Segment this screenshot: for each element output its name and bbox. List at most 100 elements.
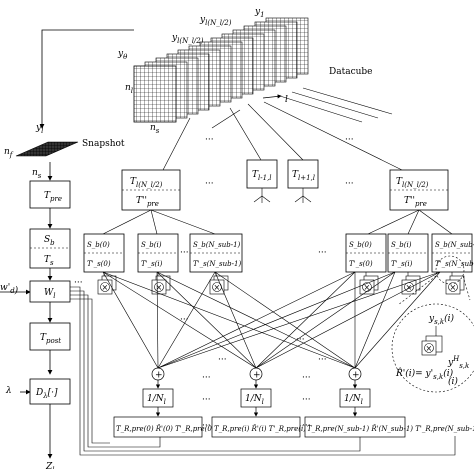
upper-box-mid2: Tl+1,l [287, 159, 319, 189]
subband-box: S_b(0) T'_s(0) × [83, 233, 125, 295]
snapshot-n-f: nf [4, 147, 14, 159]
w-dots: ··· [74, 278, 83, 288]
subband-box: S_b(N_sub-1)T'_s(N_sub-1)× [431, 233, 474, 295]
w-l-label: Wl [44, 288, 56, 300]
d-lambda-label: Dλ[·] [35, 388, 58, 400]
subband-box: S_b(i) T'_s(i) × [387, 233, 429, 295]
datacube-front-face [133, 65, 177, 123]
w-d-label: w'd) [0, 283, 19, 296]
s-b-t-s-box [29, 228, 71, 269]
subband-top-label: S_b(0) [349, 241, 372, 249]
snapshot-y: yl [35, 123, 43, 135]
multiply-node [448, 282, 458, 292]
subband-top-label: S_b(i) [391, 241, 412, 249]
multiply-symbol: × [102, 283, 109, 292]
output-box-label: T_R,pre(i) R̂'(i) T'_R,pre(i) [214, 425, 306, 433]
cube-y-mid-top: yl(N_l/2) [199, 15, 232, 27]
sum-branch: +1/NlT_R,pre(i) R̂'(i) T'_R,pre(i) [211, 367, 306, 438]
upper-box-left: Tl(N_l/2) T''pre [121, 169, 181, 211]
subband-bottom-label: T'_s(i) [391, 260, 413, 268]
cube-n-s: ns [150, 123, 160, 135]
sum-symbol: + [155, 371, 163, 381]
snapshot-grid [15, 141, 79, 157]
t-post-label: Tpost [40, 333, 61, 345]
subband-dots-left: ··· [180, 248, 189, 258]
svg-text:T''pre: T''pre [404, 196, 427, 208]
subband-bottom-label: T'_s(N_sub-1) [193, 260, 241, 268]
svg-text:Tl+1,l: Tl+1,l [292, 170, 315, 182]
upper-box-mid1: Tl-1,l [246, 159, 278, 189]
mid-box-spread-lines [253, 188, 312, 203]
subband-top-label: S_b(N_sub-1) [435, 241, 474, 249]
t-s-label: Ts [44, 255, 54, 267]
upper-dots-left: ··· [205, 179, 214, 189]
t-pre-box [29, 180, 71, 209]
multiply-symbol: × [450, 283, 457, 292]
norm-label: 1/Nl [147, 394, 166, 406]
subband-bottom-label: T'_s(0) [349, 260, 373, 268]
svg-text:yHs,k: yHs,k [447, 355, 469, 370]
multiply-node [154, 282, 164, 292]
multiply-symbol: × [406, 283, 413, 292]
fan-dots-left: ··· [205, 135, 214, 145]
subband-top-label: S_b(0) [87, 241, 110, 249]
norm-dots-1: ··· [202, 395, 211, 405]
output-box [304, 416, 406, 438]
cross-dots-4: ··· [318, 355, 327, 365]
w-feedback-lines [70, 286, 456, 456]
cube-fan-lines [162, 87, 403, 171]
svg-text:Tl-1,l: Tl-1,l [252, 170, 272, 182]
snapshot-n-s: ns [32, 168, 42, 180]
subband-boxes: S_b(0)T'_s(0)×S_b(i)T'_s(i)×S_b(N_sub-1)… [83, 233, 474, 295]
out-dots-1: ··· [202, 421, 211, 431]
norm-dots-2: ··· [302, 395, 311, 405]
upper-split-lines [102, 209, 453, 235]
multiply-symbol: × [364, 283, 371, 292]
subband-top-label: S_b(i) [141, 241, 162, 249]
output-box-label: T_R,pre(N_sub-1) R̂'(N_sub-1) T'_R,pre(N… [307, 425, 474, 433]
output-box [211, 416, 301, 438]
multiply-node [100, 282, 110, 292]
svg-text:Tl(N_l/2): Tl(N_l/2) [396, 177, 429, 189]
snapshot-label: Snapshot [82, 139, 125, 149]
cube-to-snapshot-arrow [39, 29, 134, 129]
d-lambda-box [29, 378, 71, 405]
subband-top-label: S_b(N_sub-1) [193, 241, 241, 249]
norm-label: 1/Nl [344, 394, 363, 406]
fan-dots-right: ··· [345, 135, 354, 145]
upper-dots-right: ··· [345, 179, 354, 189]
sum-dots-2: ··· [302, 373, 311, 383]
cube-y-first: y1 [254, 7, 265, 19]
sum-symbol: + [253, 371, 261, 381]
z-output-label: Zl [45, 462, 55, 469]
svg-text:×: × [426, 344, 433, 353]
w-l-box [29, 280, 71, 303]
datacube-label: Datacube [329, 67, 373, 77]
svg-text:Tl(N_l/2): Tl(N_l/2) [130, 177, 163, 189]
s-b-label: Sb [44, 235, 55, 247]
upper-box-right: Tl(N_l/2) T''pre [389, 169, 449, 211]
svg-text:T''pre: T''pre [136, 196, 159, 208]
left-chain-links [0, 162, 53, 459]
cube-y-theta: yθ [117, 49, 128, 61]
lambda-input-label: λ [5, 386, 12, 396]
subband-bottom-label: T'_s(0) [87, 260, 111, 268]
cross-dots-2: ··· [218, 355, 227, 365]
svg-text:R̂'(i)= y's,k(i): R̂'(i)= y's,k(i) [395, 367, 454, 381]
t-post-box [29, 322, 71, 351]
cross-dots-3: ··· [296, 335, 305, 345]
norm-label: 1/Nl [245, 394, 264, 406]
subband-box: S_b(0) T'_s(0) × [345, 233, 387, 295]
out-dots-2: ··· [302, 421, 311, 431]
output-box-label: T_R,pre(0) R̂'(0) T'_R,pre(0) [116, 425, 215, 433]
cube-y-mid: yl(N_l/2) [171, 33, 204, 45]
cross-dots-left: ··· [180, 315, 189, 325]
cross-lines [102, 271, 441, 369]
subband-dots-mid: ··· [318, 248, 327, 258]
sum-branch: +1/NlT_R,pre(N_sub-1) R̂'(N_sub-1) T'_R,… [304, 367, 474, 438]
zoom-detail: ys,k(i) × R̂'(i)= y's,k(i) yHs,k (i) [391, 255, 474, 393]
datacube [133, 17, 309, 123]
sum-branch: +1/NlT_R,pre(0) R̂'(0) T'_R,pre(0) [113, 367, 215, 438]
